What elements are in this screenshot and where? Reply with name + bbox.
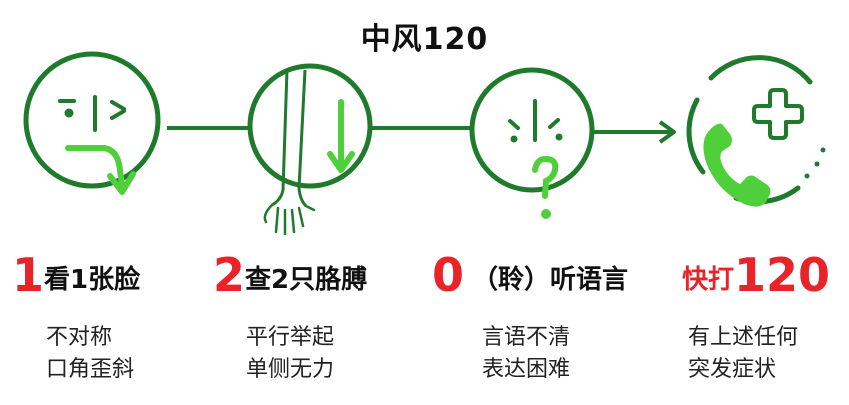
confused-speech-icon xyxy=(469,67,595,219)
step-3-description: 言语不清 表达困难 xyxy=(482,322,570,386)
step-2-number: 2 xyxy=(213,248,246,302)
connector-lines xyxy=(167,120,676,144)
step-3-number: 0 xyxy=(432,248,465,302)
step-4-description: 有上述任何 突发症状 xyxy=(688,322,798,386)
step-4-number: 120 xyxy=(734,248,831,302)
step-1-heading: 1看1张脸 xyxy=(12,250,140,305)
step-1-label: 看1张脸 xyxy=(44,265,141,295)
step-2-heading: 2查2只胳膊 xyxy=(213,250,367,305)
icon-row xyxy=(23,51,826,236)
page-title: 中风120 xyxy=(360,22,489,57)
step-4-line-2: 突发症状 xyxy=(688,357,777,382)
weak-arm-icon xyxy=(247,63,373,236)
step-2-line-2: 单侧无力 xyxy=(246,357,335,382)
step-4-prefix: 快打 xyxy=(682,265,735,295)
step-4-heading: 快打120 xyxy=(682,250,830,305)
emergency-call-icon xyxy=(686,55,826,207)
step-1-description: 不对称 口角歪斜 xyxy=(46,322,134,386)
step-3-line-2: 表达困难 xyxy=(482,357,571,382)
step-3-line-1: 言语不清 xyxy=(482,325,571,350)
step-2-description: 平行举起 单侧无力 xyxy=(246,322,334,386)
drooping-face-icon xyxy=(23,51,161,195)
step-2-label: 查2只胳膊 xyxy=(245,265,368,295)
step-3-heading: 0（聆）听语言 xyxy=(432,250,628,305)
step-4-line-1: 有上述任何 xyxy=(688,325,799,350)
step-1-number: 1 xyxy=(12,248,45,302)
step-1-line-1: 不对称 xyxy=(46,325,113,350)
step-1-line-2: 口角歪斜 xyxy=(46,357,135,382)
step-2-line-1: 平行举起 xyxy=(246,325,335,350)
step-3-label: （聆）听语言 xyxy=(472,265,629,295)
